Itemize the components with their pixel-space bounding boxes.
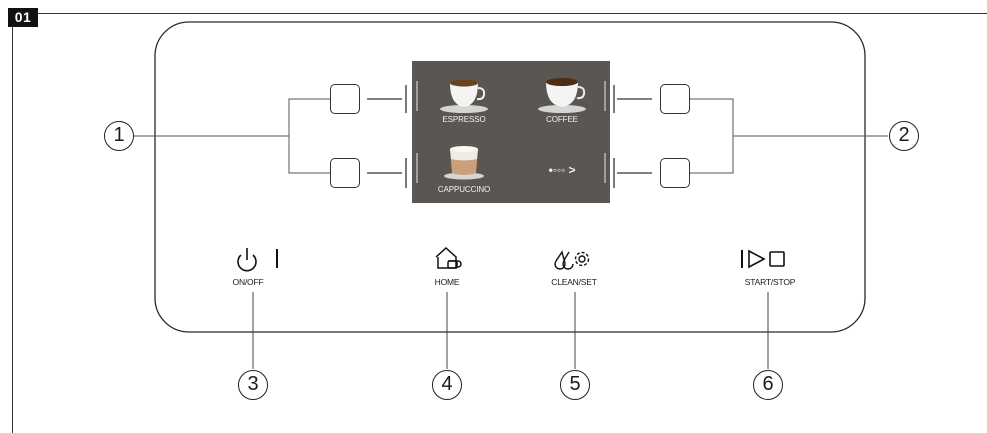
cappuccino-cup-icon <box>444 146 484 180</box>
left-top-button[interactable] <box>330 84 360 114</box>
clean-set-label: CLEAN/SET <box>551 277 597 287</box>
display-screen: ESPRESSO COFFEE CAPPUCCINO •◦◦◦ > <box>412 61 610 203</box>
callout-1: 1 <box>104 121 134 151</box>
figure-tag: 01 <box>8 8 38 27</box>
left-bracket <box>133 98 330 174</box>
espresso-cup-icon <box>440 79 488 113</box>
leader-lines <box>252 292 769 369</box>
callout-2: 2 <box>889 121 919 151</box>
home-label: HOME <box>434 277 460 287</box>
clean-set-icon <box>554 250 590 270</box>
on-off-label: ON/OFF <box>232 277 264 287</box>
callout-6: 6 <box>753 370 783 400</box>
button-connectors <box>367 85 652 188</box>
right-bottom-button[interactable] <box>660 158 690 188</box>
screen-art <box>416 78 606 183</box>
next-page-indicator: •◦◦◦ > <box>548 163 576 177</box>
callout-5: 5 <box>560 370 590 400</box>
control-panel-outline <box>133 21 888 369</box>
coffee-label: COFFEE <box>546 115 578 124</box>
coffee-cup-icon <box>538 78 586 113</box>
right-top-button[interactable] <box>660 84 690 114</box>
start-stop-icon <box>741 249 785 269</box>
figure-frame <box>12 13 987 433</box>
start-stop-label: START/STOP <box>744 277 796 287</box>
callout-4: 4 <box>432 370 462 400</box>
espresso-label: ESPRESSO <box>442 115 486 124</box>
home-icon <box>435 246 462 269</box>
cappuccino-label: CAPPUCCINO <box>437 185 491 194</box>
power-icon <box>237 248 278 272</box>
right-bracket <box>690 98 888 174</box>
callout-3: 3 <box>238 370 268 400</box>
left-bottom-button[interactable] <box>330 158 360 188</box>
